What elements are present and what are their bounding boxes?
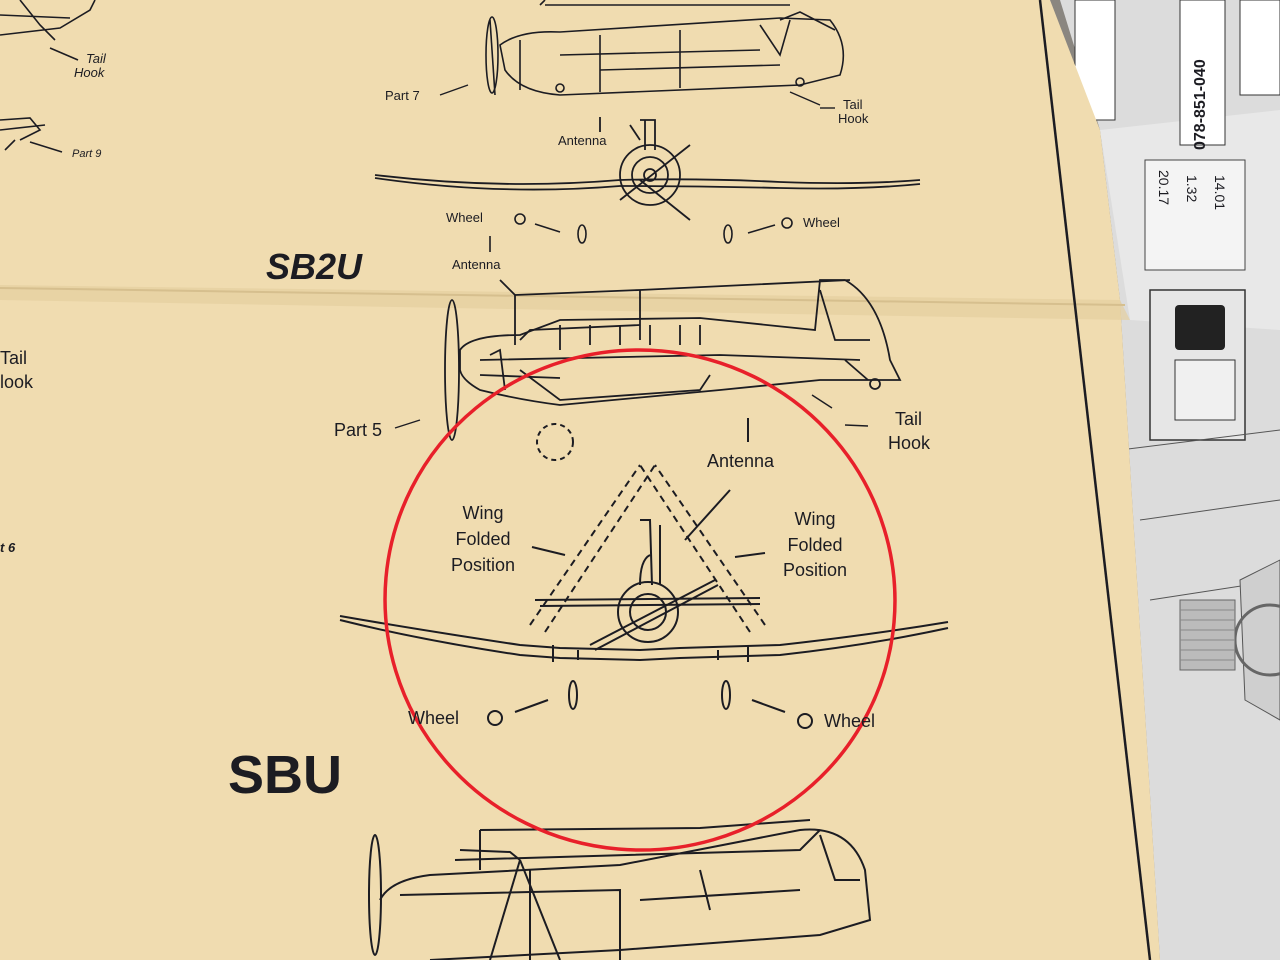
tail-hook-label-top-2: Hook — [838, 111, 869, 126]
top-left-aircraft-fragment — [0, 0, 96, 153]
antenna-label-side: Antenna — [452, 257, 501, 272]
newspaper-number-2: 1.32 — [1184, 175, 1200, 203]
newspaper-number-3: 14.01 — [1212, 175, 1228, 211]
tail-hook-label-mid-2: Hook — [888, 433, 931, 453]
newspaper-phone: 078-851-040 — [1192, 59, 1209, 150]
tail-hook-label-top-1: Tail — [843, 97, 863, 112]
antenna-label-front: Antenna — [707, 451, 775, 471]
wing-folded-left-3: Position — [450, 555, 516, 575]
left-hook-fragment: look — [0, 372, 34, 392]
part5-label: Part 5 — [334, 420, 383, 440]
left-t6-fragment: t 6 — [0, 540, 16, 555]
wing-folded-right-2: Folded — [787, 535, 843, 555]
sb2u-title: SB2U — [266, 246, 363, 287]
sb2u-front-view — [339, 418, 949, 729]
highlight-circle — [383, 348, 897, 852]
wheel-label-bottom-left: Wheel — [408, 708, 460, 728]
part7-label: Part 7 — [385, 88, 420, 103]
sbu-side-view — [368, 819, 872, 960]
tail-hook-label-top-left-2: Hook — [74, 65, 105, 80]
sbu-title: SBU — [228, 745, 343, 805]
wing-folded-right-1: Wing — [794, 509, 836, 529]
wheel-label-top-left: Wheel — [446, 210, 483, 225]
antenna-label-top: Antenna — [558, 133, 607, 148]
wheel-label-top-right: Wheel — [803, 215, 840, 230]
wheel-label-bottom-right: Wheel — [824, 711, 876, 731]
wing-folded-right-3: Position — [782, 560, 848, 580]
top-side-view-plane — [485, 0, 845, 96]
paper-sheet — [0, 0, 1160, 960]
tail-hook-label-mid-1: Tail — [895, 409, 923, 429]
part9-label: Part 9 — [72, 148, 102, 160]
tail-hook-label-top-left-1: Tail — [86, 51, 106, 66]
wing-folded-left-2: Folded — [455, 529, 511, 549]
wing-folded-left-1: Wing — [462, 503, 504, 523]
newspaper-number-1: 20.17 — [1156, 170, 1172, 206]
sb2u-side-view — [444, 279, 902, 441]
top-front-view-plane — [374, 117, 921, 221]
left-tail-fragment: Tail — [0, 348, 28, 368]
